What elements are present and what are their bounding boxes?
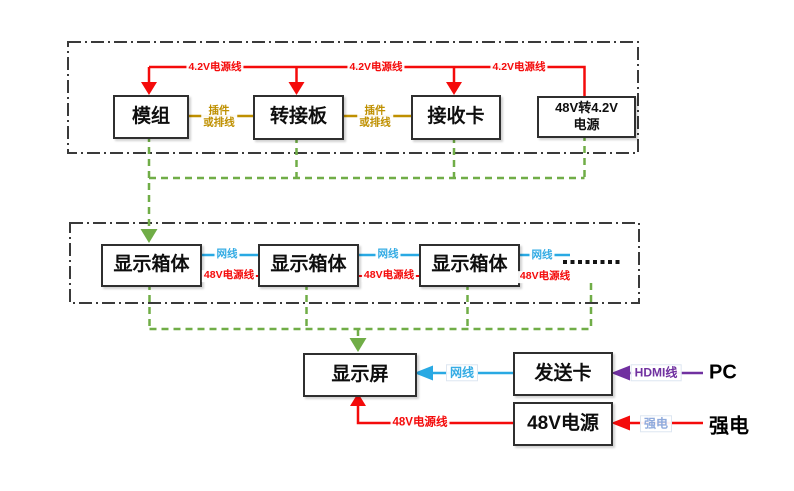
cabinet-box-1: 显示箱体 — [101, 244, 202, 287]
middle-group-frame — [69, 222, 640, 304]
power-line-psu-screen — [356, 406, 513, 425]
cabinet-box-2: 显示箱体 — [258, 244, 359, 287]
cabinet-box-3: 显示箱体 — [419, 244, 520, 287]
arrowhead-green-cabinet — [140, 229, 158, 243]
module-label: 模组 — [131, 105, 170, 127]
psu-48v-label: 48V电源 — [527, 412, 599, 434]
arrowhead-power-receiver — [446, 82, 462, 95]
arrowhead-hdmi-sender — [611, 365, 630, 381]
power-42v-bus-line — [149, 65, 586, 96]
hdmi-cable-label: HDMI线 — [630, 364, 682, 382]
power-48v-label-3: 48V电源线 — [517, 270, 573, 283]
cabinet-label-3: 显示箱体 — [431, 254, 508, 276]
power-48v-label-1: 48V电源线 — [201, 269, 257, 282]
ribbon-label-1-line1: 插件 — [208, 104, 230, 117]
power-42v-label-1: 4.2V电源线 — [186, 61, 244, 74]
screen-label: 显示屏 — [331, 363, 389, 385]
psu-48v-box: 48V电源 — [513, 402, 613, 446]
net-cable-label-2: 网线 — [375, 248, 401, 261]
net-cable-label-1: 网线 — [214, 248, 240, 261]
sender-card-box: 发送卡 — [513, 352, 613, 396]
power-42v-label-2: 4.2V电源线 — [347, 61, 405, 74]
mains-endpoint-label: 强电 — [709, 415, 749, 438]
arrowhead-net-screen — [414, 365, 433, 381]
sender-card-label: 发送卡 — [534, 362, 592, 384]
continuation-dots — [563, 260, 621, 264]
pc-endpoint-label: PC — [709, 361, 737, 384]
cabinet-label-1: 显示箱体 — [113, 254, 190, 276]
arrowhead-power-screen — [350, 393, 366, 406]
power-42v-label-3: 4.2V电源线 — [490, 61, 548, 74]
net-cable-label-3: 网线 — [529, 249, 555, 262]
ribbon-label-2: 插件 或排线 — [357, 104, 393, 129]
ribbon-label-1-line2: 或排线 — [203, 116, 235, 128]
cabinet-label-2: 显示箱体 — [270, 254, 347, 276]
top-group-frame — [67, 41, 639, 154]
psu-48v-to-4v2-box: 48V转4.2V 电源 — [537, 96, 636, 138]
module-box: 模组 — [113, 95, 189, 139]
psu-48v-to-4v2-line1: 48V转4.2V — [555, 100, 618, 116]
adapter-board-box: 转接板 — [253, 95, 344, 140]
arrowhead-mains-psu — [611, 415, 630, 431]
adapter-board-label: 转接板 — [269, 106, 327, 128]
power-48v-label-2: 48V电源线 — [361, 269, 417, 282]
net-cable-label-bottom: 网线 — [445, 364, 479, 382]
receiver-card-label: 接收卡 — [427, 106, 485, 128]
ribbon-label-2-line2: 或排线 — [359, 116, 391, 128]
ribbon-label-2-line1: 插件 — [364, 104, 386, 117]
power-48v-label-bottom: 48V电源线 — [390, 416, 450, 430]
psu-48v-to-4v2-line2: 电源 — [573, 117, 600, 132]
arrowhead-power-adapter — [288, 82, 305, 95]
mains-wire-label: 强电 — [639, 415, 673, 433]
arrowhead-green-screen — [349, 338, 367, 352]
receiver-card-box: 接收卡 — [411, 95, 501, 140]
screen-box: 显示屏 — [303, 353, 417, 397]
ribbon-label-1: 插件 或排线 — [201, 104, 237, 129]
arrowhead-power-module — [141, 82, 157, 95]
